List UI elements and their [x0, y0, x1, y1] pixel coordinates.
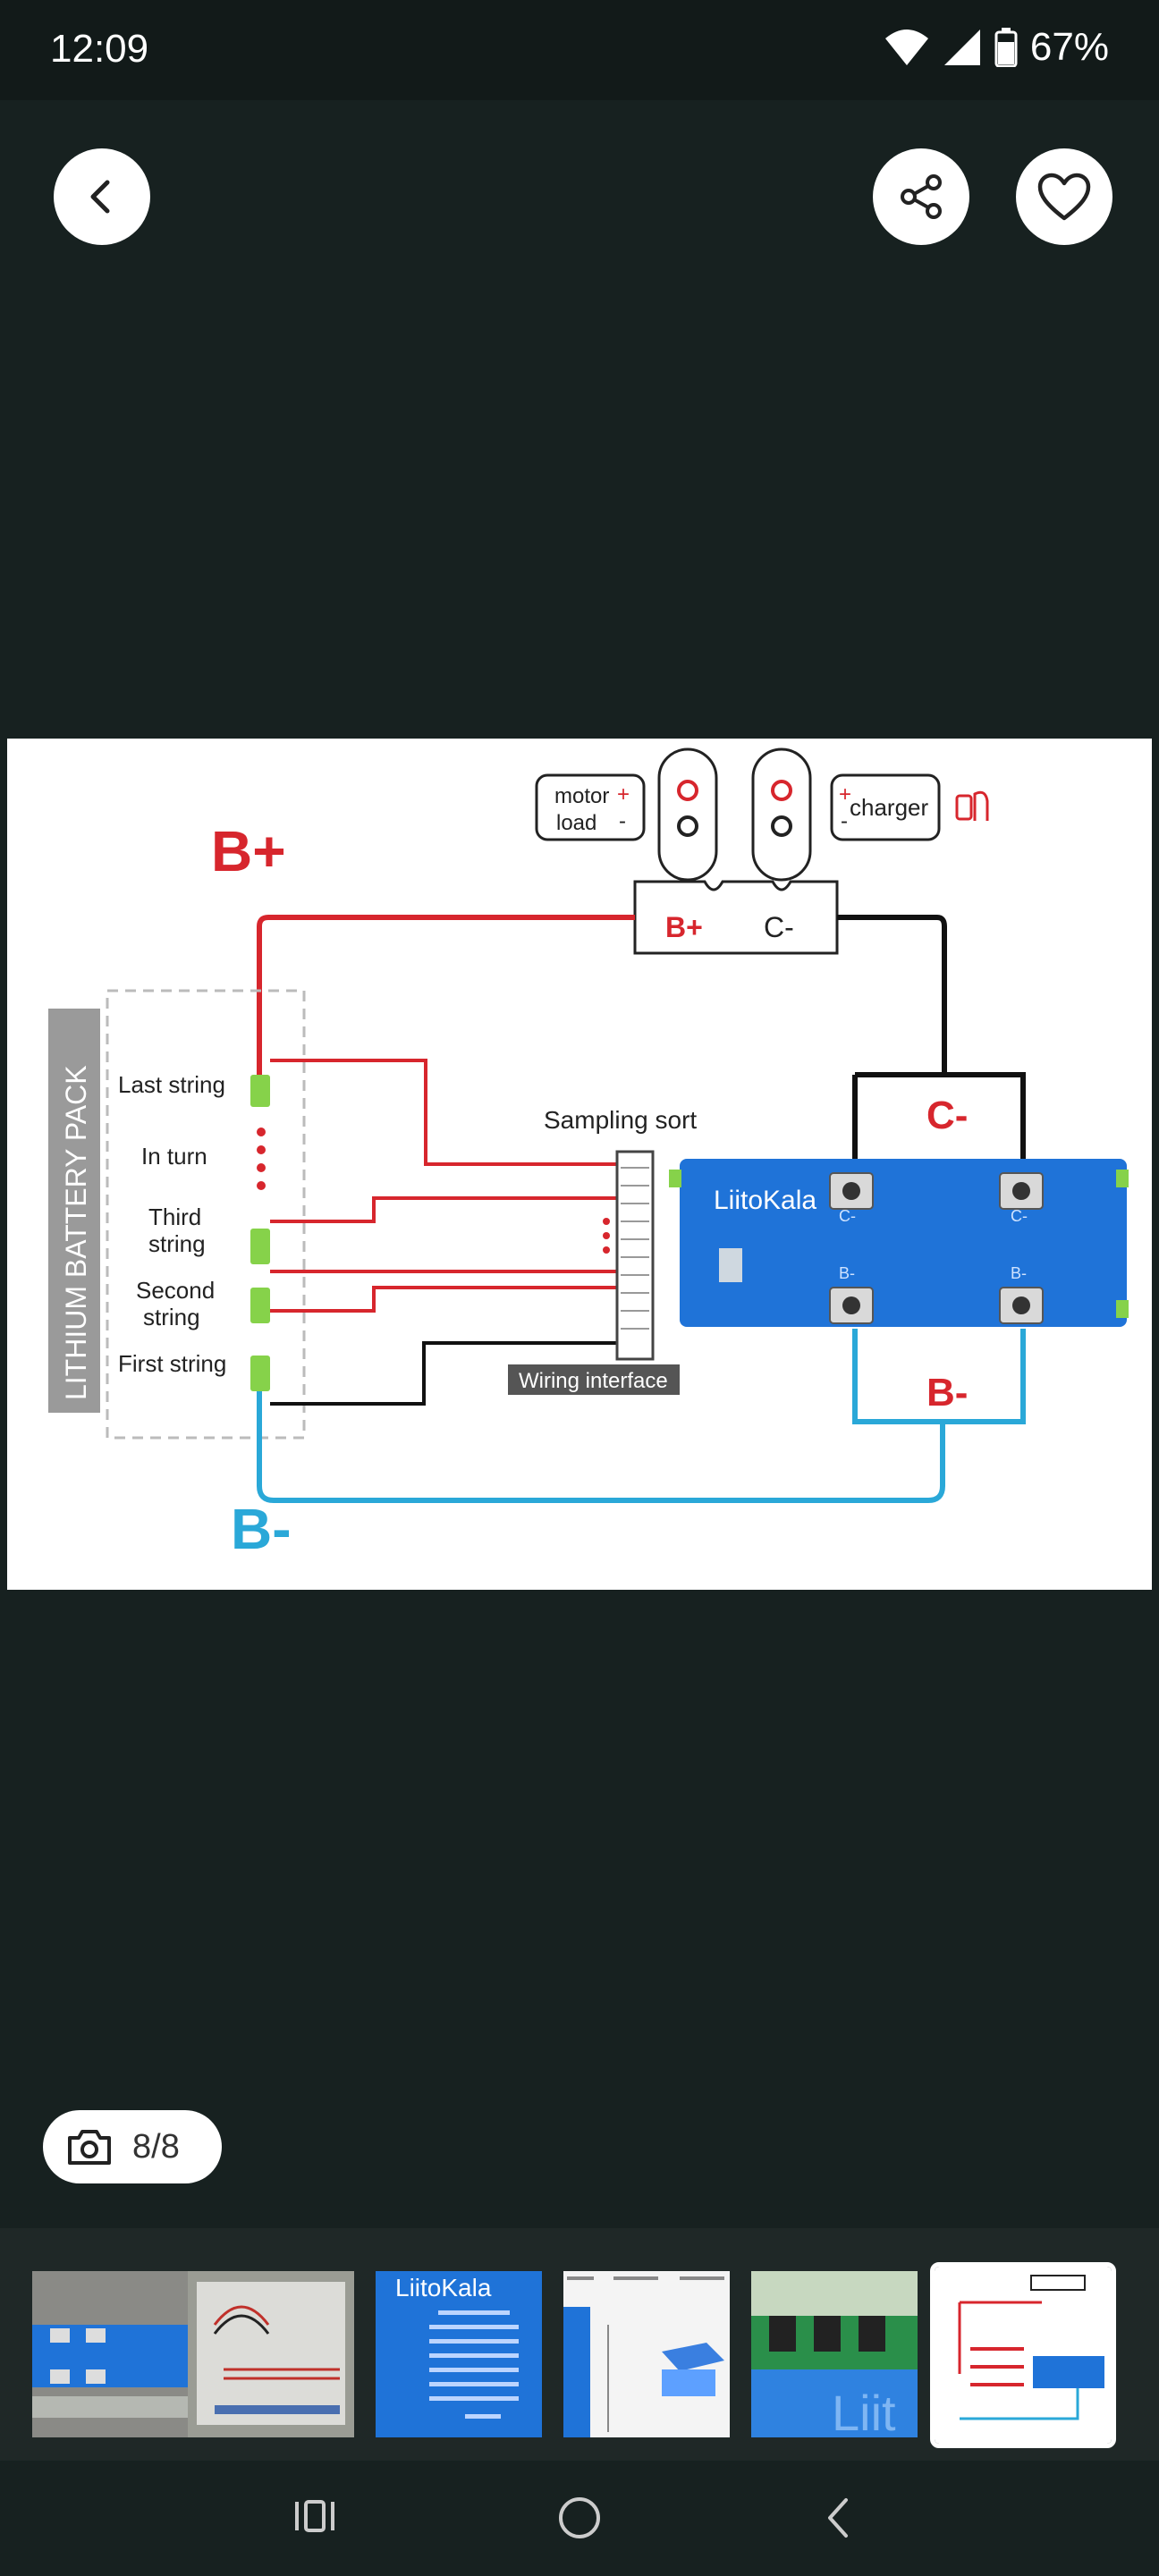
svg-text:-: - — [841, 809, 848, 833]
thumbnail-2[interactable] — [188, 2271, 354, 2437]
wiring-interface-label: Wiring interface — [519, 1369, 668, 1393]
battery-pack-label: LITHIUM BATTERY PACK — [60, 1065, 92, 1400]
board-b2: B- — [1011, 1264, 1027, 1282]
status-icons: 67% — [884, 25, 1109, 70]
battery-icon — [994, 28, 1018, 67]
third-label: Third — [148, 1204, 201, 1230]
board-brand: LiitoKala — [714, 1186, 816, 1215]
product-image-wiring-diagram[interactable]: B+ B- motor load + - + - charger B+ C- — [7, 739, 1152, 1590]
port-cminus-label: C- — [764, 911, 794, 943]
home-icon[interactable] — [554, 2493, 605, 2543]
cell-signal-icon — [943, 30, 980, 65]
chevron-left-icon — [90, 180, 110, 214]
svg-text:+: + — [617, 782, 630, 807]
last-string-label: Last string — [118, 1071, 225, 1098]
status-time: 12:09 — [50, 27, 149, 71]
counter-text: 8/8 — [132, 2127, 180, 2166]
motor-label: motor — [554, 784, 609, 808]
port-bplus-label: B+ — [665, 911, 703, 943]
load-label: load — [556, 811, 596, 835]
cell-connectors — [250, 1075, 270, 1391]
system-navigation-bar — [0, 2461, 1159, 2576]
svg-text:-: - — [619, 809, 626, 833]
wifi-icon — [884, 30, 928, 65]
c-minus-label: C- — [926, 1094, 968, 1137]
svg-text:LiitoKala: LiitoKala — [395, 2274, 492, 2302]
plug-icon — [955, 790, 989, 821]
battery-percent: 67% — [1029, 25, 1109, 69]
second-label: Second — [136, 1277, 215, 1304]
share-button[interactable] — [873, 148, 969, 245]
first-string-label: First string — [118, 1350, 226, 1377]
share-icon — [901, 174, 942, 219]
thumbnail-1[interactable] — [32, 2271, 199, 2437]
thumbnail-4[interactable] — [563, 2271, 730, 2437]
board-c1: C- — [839, 1207, 856, 1225]
bms-board: LiitoKala C- C- B- B- — [669, 1159, 1129, 1327]
favorite-button[interactable] — [1016, 148, 1112, 245]
camera-icon — [68, 2130, 111, 2165]
charger-label: charger — [850, 794, 928, 821]
back-nav-icon[interactable] — [819, 2495, 859, 2541]
second-string-label: string — [143, 1304, 200, 1330]
third-string-label: string — [148, 1230, 206, 1257]
in-turn-label: In turn — [141, 1143, 207, 1170]
b-minus-board-label: B- — [926, 1371, 968, 1415]
status-bar: 12:09 67% — [0, 0, 1159, 100]
svg-text:+: + — [839, 782, 851, 807]
recent-apps-icon[interactable] — [292, 2496, 338, 2536]
thumbnail-6-selected[interactable] — [930, 2262, 1116, 2448]
thumbnail-3[interactable]: LiitoKala — [376, 2271, 542, 2437]
b-plus-label: B+ — [211, 819, 286, 883]
board-b1: B- — [839, 1264, 855, 1282]
heart-icon — [1037, 173, 1091, 221]
image-counter: 8/8 — [43, 2110, 222, 2183]
board-c2: C- — [1011, 1207, 1028, 1225]
thumbnail-5[interactable]: Liit — [751, 2271, 918, 2437]
sampling-sort-label: Sampling sort — [544, 1106, 697, 1134]
b-minus-label: B- — [231, 1497, 292, 1561]
svg-text:Liit: Liit — [832, 2385, 896, 2437]
back-button[interactable] — [54, 148, 150, 245]
